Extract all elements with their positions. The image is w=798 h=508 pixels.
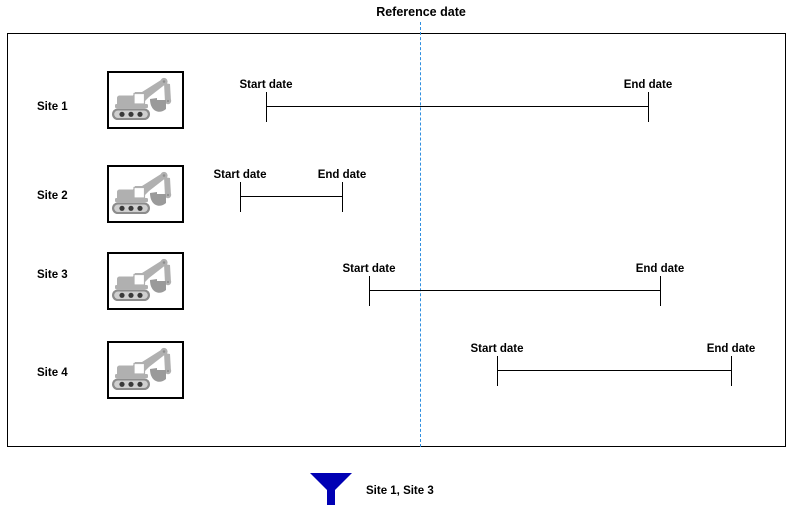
start-date-tick[interactable] xyxy=(497,356,498,386)
end-date-tick[interactable] xyxy=(648,92,649,122)
timeline-rail xyxy=(369,290,660,291)
site-label: Site 2 xyxy=(37,190,68,202)
site-icon-box[interactable] xyxy=(107,252,184,310)
end-date-label: End date xyxy=(623,79,673,91)
end-date-label: End date xyxy=(706,343,756,355)
end-date-label: End date xyxy=(635,263,685,275)
end-date-tick[interactable] xyxy=(342,182,343,212)
excavator-icon xyxy=(112,347,172,390)
excavator-icon xyxy=(112,171,172,214)
excavator-icon xyxy=(112,77,172,120)
reference-date-line xyxy=(420,22,421,447)
site-label: Site 4 xyxy=(37,367,68,379)
timeline-bar[interactable]: Start date End date xyxy=(342,263,684,306)
start-date-tick[interactable] xyxy=(240,182,241,212)
site-label: Site 1 xyxy=(37,101,68,113)
start-date-tick[interactable] xyxy=(369,276,370,306)
site-label: Site 3 xyxy=(37,269,68,281)
timeline-rail xyxy=(240,196,342,197)
end-date-tick[interactable] xyxy=(731,356,732,386)
timeline-rail xyxy=(266,106,648,107)
start-date-label: Start date xyxy=(213,169,267,181)
reference-date-title: Reference date xyxy=(376,5,466,19)
legend-filter[interactable]: Site 1, Site 3 xyxy=(308,470,434,508)
start-date-label: Start date xyxy=(470,343,524,355)
start-date-label: Start date xyxy=(239,79,293,91)
timeline-rail xyxy=(497,370,731,371)
site-icon-box[interactable] xyxy=(107,71,184,129)
end-date-label: End date xyxy=(317,169,367,181)
end-date-tick[interactable] xyxy=(660,276,661,306)
timeline-bar[interactable]: Start date End date xyxy=(239,79,672,122)
timeline-bar[interactable]: Start date End date xyxy=(470,343,755,386)
excavator-icon xyxy=(112,258,172,301)
start-date-tick[interactable] xyxy=(266,92,267,122)
site-icon-box[interactable] xyxy=(107,341,184,399)
legend-label: Site 1, Site 3 xyxy=(366,485,434,497)
timeline-bar[interactable]: Start date End date xyxy=(213,169,366,212)
site-icon-box[interactable] xyxy=(107,165,184,223)
start-date-label: Start date xyxy=(342,263,396,275)
filter-funnel-icon[interactable] xyxy=(308,470,354,506)
